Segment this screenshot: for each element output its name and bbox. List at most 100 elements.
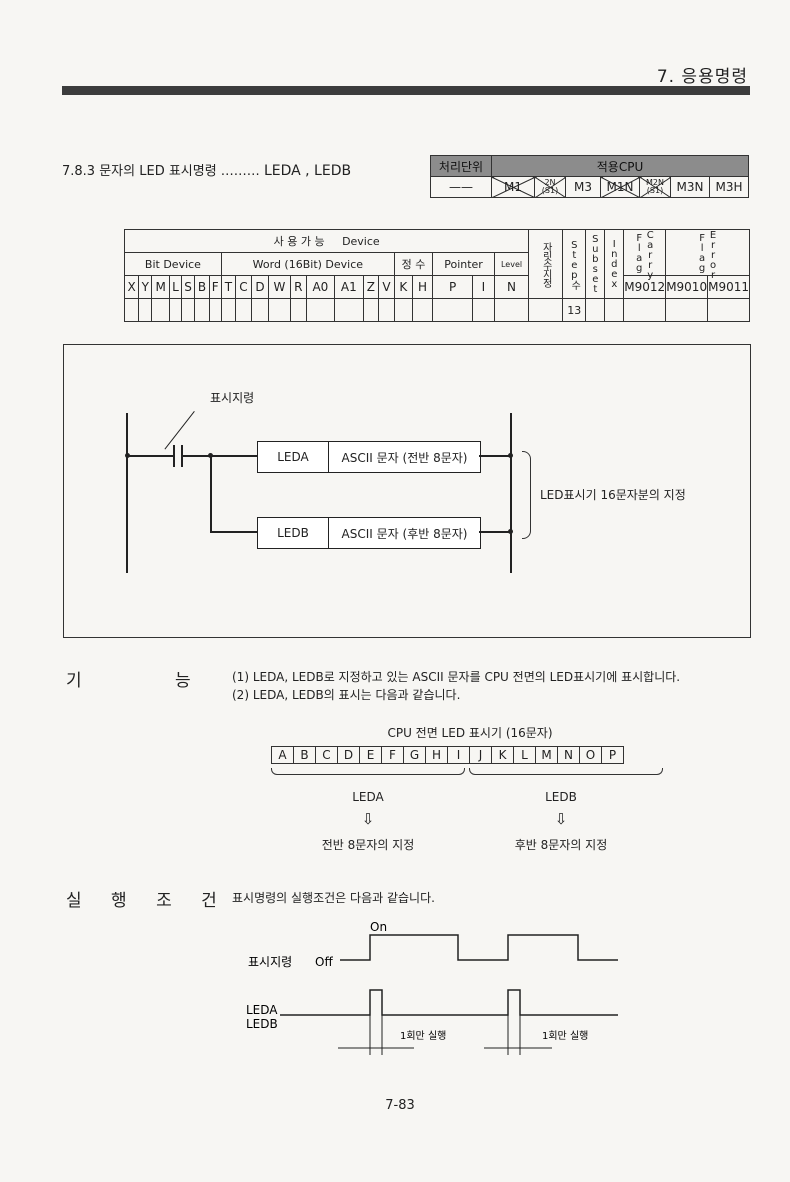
timing-diagram: On Off 표시지령 LEDA LEDB 1회만 실행 1회만 실행 xyxy=(246,920,618,1055)
once-label: 1회만 실행 xyxy=(542,1030,588,1042)
back-spec: 후반 8문자의 지정 xyxy=(514,838,608,852)
led-char-cell: N xyxy=(557,746,580,764)
led-char-cell: B xyxy=(293,746,316,764)
leda-cmd: LEDA xyxy=(258,442,329,472)
col-m9010: M9010 xyxy=(665,275,709,299)
section-commands: LEDA , LEDB xyxy=(263,163,352,179)
ledb-cmd: LEDB xyxy=(258,518,329,548)
col-a0: A0 xyxy=(305,275,336,299)
exec-heading: 실 행 조 건 xyxy=(66,891,221,911)
header-bar xyxy=(62,86,750,95)
cpu-cell: M3H xyxy=(709,176,749,198)
junction xyxy=(208,453,213,458)
col-w: W xyxy=(268,275,291,299)
unit-cpu-table: 처리단위 적용CPU —— M1 2N (S1) M3 M1N M2N (S1)… xyxy=(430,155,749,198)
exec-text: 표시명령의 실행조건은 다음과 같습니다. xyxy=(232,891,435,905)
section-heading: 7.8.3 문자의 LED 표시명령 ……… LEDA , LEDB xyxy=(62,160,351,179)
leda-operand: ASCII 문자 (전반 8문자) xyxy=(341,450,468,465)
level-header: Level xyxy=(493,252,530,276)
col-b: B xyxy=(194,275,210,299)
led-char-cell: C xyxy=(315,746,338,764)
unit-value: —— xyxy=(430,176,492,198)
col-i: I xyxy=(471,275,495,299)
step-header: Step수 xyxy=(562,229,587,299)
pointer-header: Pointer xyxy=(432,252,495,276)
led-char-cell: J xyxy=(469,746,492,764)
junction xyxy=(125,453,130,458)
led-char-cell: L xyxy=(513,746,536,764)
down-arrow-icon: ⇩ xyxy=(554,810,568,828)
junction xyxy=(508,453,513,458)
left-rail xyxy=(126,413,128,573)
led-char-cell: H xyxy=(425,746,448,764)
unit-label: 처리단위 xyxy=(430,155,492,177)
branch-wire xyxy=(210,456,212,532)
led-char-cell: F xyxy=(381,746,404,764)
contact-bar xyxy=(173,445,175,467)
right-rail xyxy=(510,413,512,573)
signal-label-ledb: LEDB xyxy=(246,1017,278,1031)
ladder-diagram: 표시지령 LEDA ASCII 문자 (전반 8문자) LEDB ASCII 문… xyxy=(63,344,751,638)
col-n: N xyxy=(493,275,530,299)
word-device-header: Word (16Bit) Device xyxy=(220,252,395,276)
front-spec: 전반 8문자의 지정 xyxy=(321,838,415,852)
col-a1: A1 xyxy=(334,275,364,299)
once-label: 1회만 실행 xyxy=(400,1030,446,1042)
error-flag-header: Error Flag xyxy=(665,229,750,280)
ledb-operand: ASCII 문자 (후반 8문자) xyxy=(341,526,468,541)
rung-wire xyxy=(479,455,511,457)
section-title: 문자의 LED 표시명령 ……… xyxy=(99,164,260,179)
branch-wire xyxy=(210,531,257,533)
signal-label-cmd: 표시지령 xyxy=(248,955,292,969)
col-y: Y xyxy=(138,275,153,299)
led-char-cell: A xyxy=(271,746,294,764)
col-d: D xyxy=(250,275,270,299)
col-m: M xyxy=(151,275,170,299)
label-leader xyxy=(164,411,195,450)
usable-device-header: 사 용 가 능 Device xyxy=(123,229,530,253)
led-char-cell: M xyxy=(535,746,558,764)
step-value: 13 xyxy=(562,298,587,322)
page-number: 7-83 xyxy=(385,1098,415,1113)
digit-spec-header: 자릿수지정 xyxy=(528,229,564,299)
subset-header: Subset xyxy=(585,229,606,299)
led-char-cell: I xyxy=(447,746,470,764)
rung-wire xyxy=(479,531,511,533)
col-z: Z xyxy=(362,275,380,299)
device-table: 사 용 가 능 Device 자릿수지정 Step수 Subset Index … xyxy=(123,229,750,322)
rung-wire xyxy=(183,455,257,457)
junction xyxy=(508,529,513,534)
signal-label-leda: LEDA xyxy=(246,1003,278,1017)
brace-icon xyxy=(271,768,465,775)
on-label: On xyxy=(370,920,387,934)
col-p: P xyxy=(432,275,473,299)
brace-icon xyxy=(522,451,531,539)
off-label: Off xyxy=(315,955,333,969)
col-c: C xyxy=(234,275,252,299)
led-char-cell: K xyxy=(491,746,514,764)
led-char-cell: E xyxy=(359,746,382,764)
leda-label: LEDA xyxy=(352,790,384,804)
col-x: X xyxy=(123,275,140,299)
led-char-cell: G xyxy=(403,746,426,764)
function-heading: 기 능 xyxy=(66,671,205,691)
cpu-cell: 2N (S1) xyxy=(534,176,566,198)
const-header: 정 수 xyxy=(393,252,434,276)
exec-signal xyxy=(280,989,618,1016)
cpu-cell: M2N (S1) xyxy=(639,176,671,198)
led-char-cell: O xyxy=(579,746,602,764)
led-char-cell: P xyxy=(601,746,624,764)
bit-device-header: Bit Device xyxy=(124,252,222,276)
cpu-cell: M3N xyxy=(670,176,710,198)
usable-label: 사 용 가 능 xyxy=(273,235,325,248)
col-v: V xyxy=(378,275,395,299)
col-s: S xyxy=(180,275,196,299)
brace-icon xyxy=(469,768,663,775)
section-number: 7.8.3 xyxy=(62,164,96,179)
command-signal xyxy=(340,934,618,961)
ledb-label: LEDB xyxy=(545,790,577,804)
led-char-cell: D xyxy=(337,746,360,764)
contact-label: 표시지령 xyxy=(210,391,255,405)
col-r: R xyxy=(289,275,307,299)
led-title: CPU 전면 LED 표시기 (16문자) xyxy=(387,726,553,740)
